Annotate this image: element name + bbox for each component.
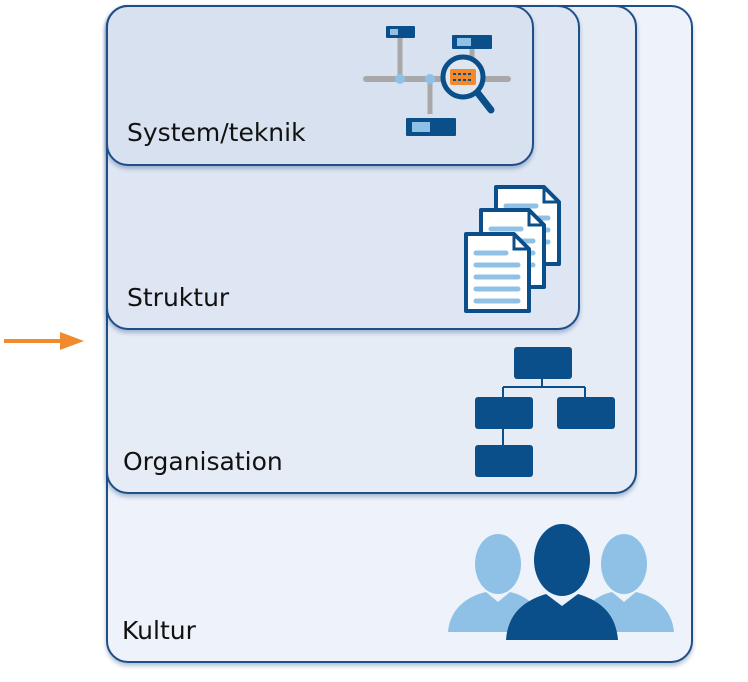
layer-label-system-teknik: System/teknik <box>127 118 306 147</box>
documents-icon <box>464 185 561 313</box>
layer-label-organisation: Organisation <box>123 447 283 476</box>
layer-label-kultur: Kultur <box>122 616 196 645</box>
org-chart-icon <box>475 347 615 477</box>
network-search-icon <box>363 26 511 136</box>
layer-label-struktur: Struktur <box>127 283 230 312</box>
people-group-icon <box>448 524 674 640</box>
orange-arrow-icon <box>4 332 84 350</box>
